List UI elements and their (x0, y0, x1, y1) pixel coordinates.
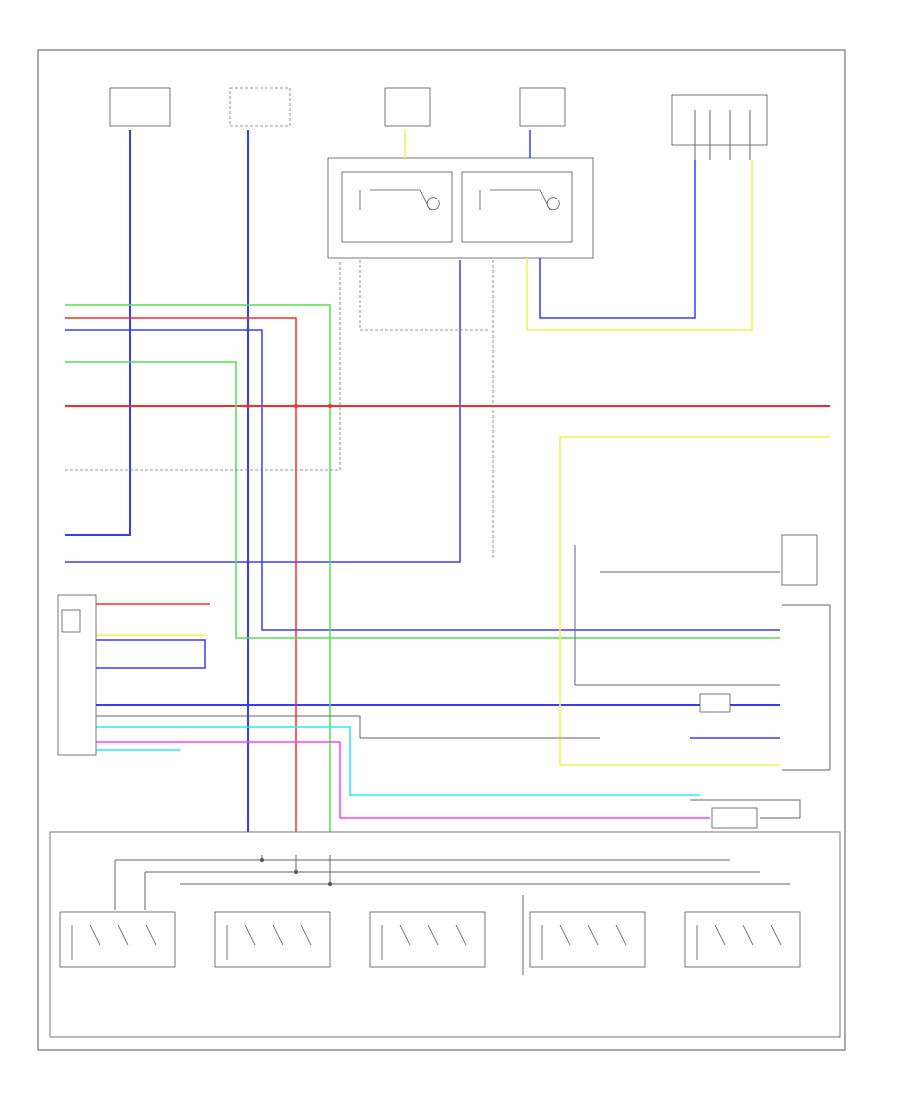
switch-group-1 (59, 911, 176, 968)
wire-magenta-1 (95, 741, 710, 819)
wire-gray-4 (690, 799, 801, 819)
wire-dash-3 (359, 260, 490, 331)
right-side-connectors (699, 534, 831, 829)
fuse-box-3 (384, 87, 431, 127)
right-module-small (699, 693, 731, 713)
right-connector-1 (781, 534, 818, 586)
wire-gray-1 (95, 715, 600, 739)
wire-blue-4 (65, 260, 461, 563)
wire-green-1 (65, 304, 331, 855)
junction-dot-5 (294, 870, 298, 874)
switch-group-5-contacts (696, 924, 782, 960)
wire-blue-3 (65, 329, 780, 631)
wire-blue-1 (65, 130, 131, 536)
right-module-bottom (711, 807, 758, 829)
relay-block-box (327, 157, 594, 259)
junction-dots (246, 404, 332, 886)
wires (65, 130, 830, 855)
switch-group-3-contacts (381, 924, 467, 960)
diagram-frame (37, 49, 846, 1051)
switch-group-3-box (369, 911, 486, 968)
switch-group-4 (529, 911, 646, 968)
wire-dash-1 (65, 260, 341, 471)
switch-group-2-box (214, 911, 331, 968)
switch-group-5 (684, 911, 801, 968)
fuse-box-2 (229, 87, 291, 127)
switch-group-5-box (684, 911, 801, 968)
wire-yellow-2 (526, 160, 753, 331)
fuse-boxes (109, 87, 566, 127)
relay-1 (341, 171, 453, 243)
junction-dot-1 (246, 404, 250, 408)
relay-2-contacts (479, 189, 560, 211)
wire-gray-3 (574, 545, 780, 686)
junction-dot-3 (328, 404, 332, 408)
switch-group-3 (369, 911, 486, 968)
wire-red-1 (65, 317, 297, 855)
right-top-connector-box (671, 94, 768, 146)
wire-yellow-3 (559, 436, 830, 766)
relay-1-contacts (359, 189, 440, 211)
bottom-frame (49, 831, 841, 1038)
right-top-connector (671, 94, 768, 160)
relay-2 (461, 171, 573, 243)
switch-group-1-box (59, 911, 176, 968)
wire-cyan-1 (95, 726, 700, 796)
switch-group-4-contacts (541, 924, 627, 960)
switch-group-4-box (529, 911, 646, 968)
fuse-box-4 (519, 87, 566, 127)
wire-green-2 (65, 361, 780, 639)
junction-dot-4 (260, 858, 264, 862)
junction-dot-6 (328, 882, 332, 886)
fuse-box-1 (109, 87, 171, 127)
left-module-inner (61, 609, 81, 633)
switch-group-2-contacts (226, 924, 312, 960)
relay-block (327, 157, 594, 259)
wire-blue-6 (539, 160, 696, 319)
bottom-section (49, 831, 841, 1038)
switch-group-2 (214, 911, 331, 968)
switch-group-1-contacts (71, 924, 157, 960)
wire-blue-7 (95, 639, 206, 669)
junction-dot-2 (294, 404, 298, 408)
left-module (57, 594, 97, 756)
